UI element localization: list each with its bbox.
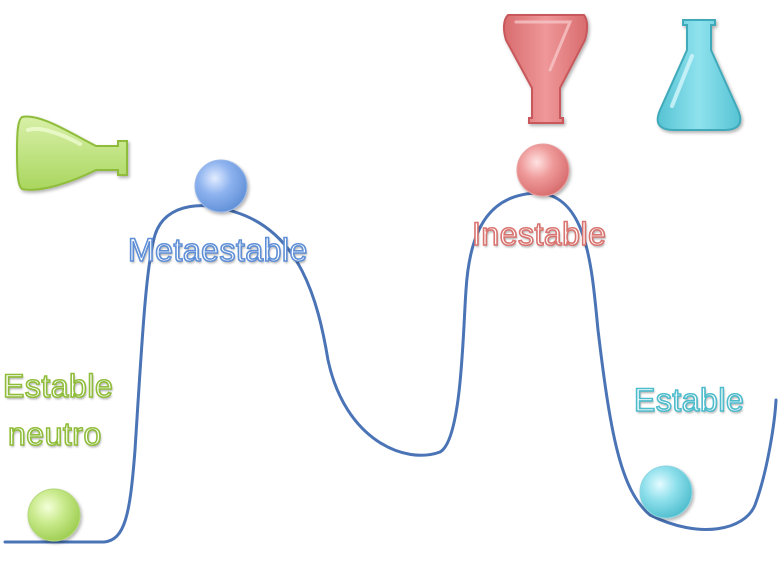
metastable-label: Metaestable <box>127 231 308 269</box>
neutral-stable-label-line1: Estable <box>2 367 114 405</box>
unstable-ball <box>516 143 570 197</box>
erlenmeyer-flask-icon <box>656 19 742 131</box>
metastable-ball <box>194 159 248 213</box>
stable-ball <box>639 465 693 519</box>
unstable-label: Inestable <box>471 215 607 253</box>
tipped-flask-icon <box>15 115 128 191</box>
inverted-funnel-flask-icon <box>502 14 589 124</box>
energy-curve <box>3 191 778 544</box>
neutral-stable-ball <box>27 488 81 542</box>
neutral-stable-label-line2: neutro <box>7 415 102 453</box>
stable-label: Estable <box>633 381 745 419</box>
